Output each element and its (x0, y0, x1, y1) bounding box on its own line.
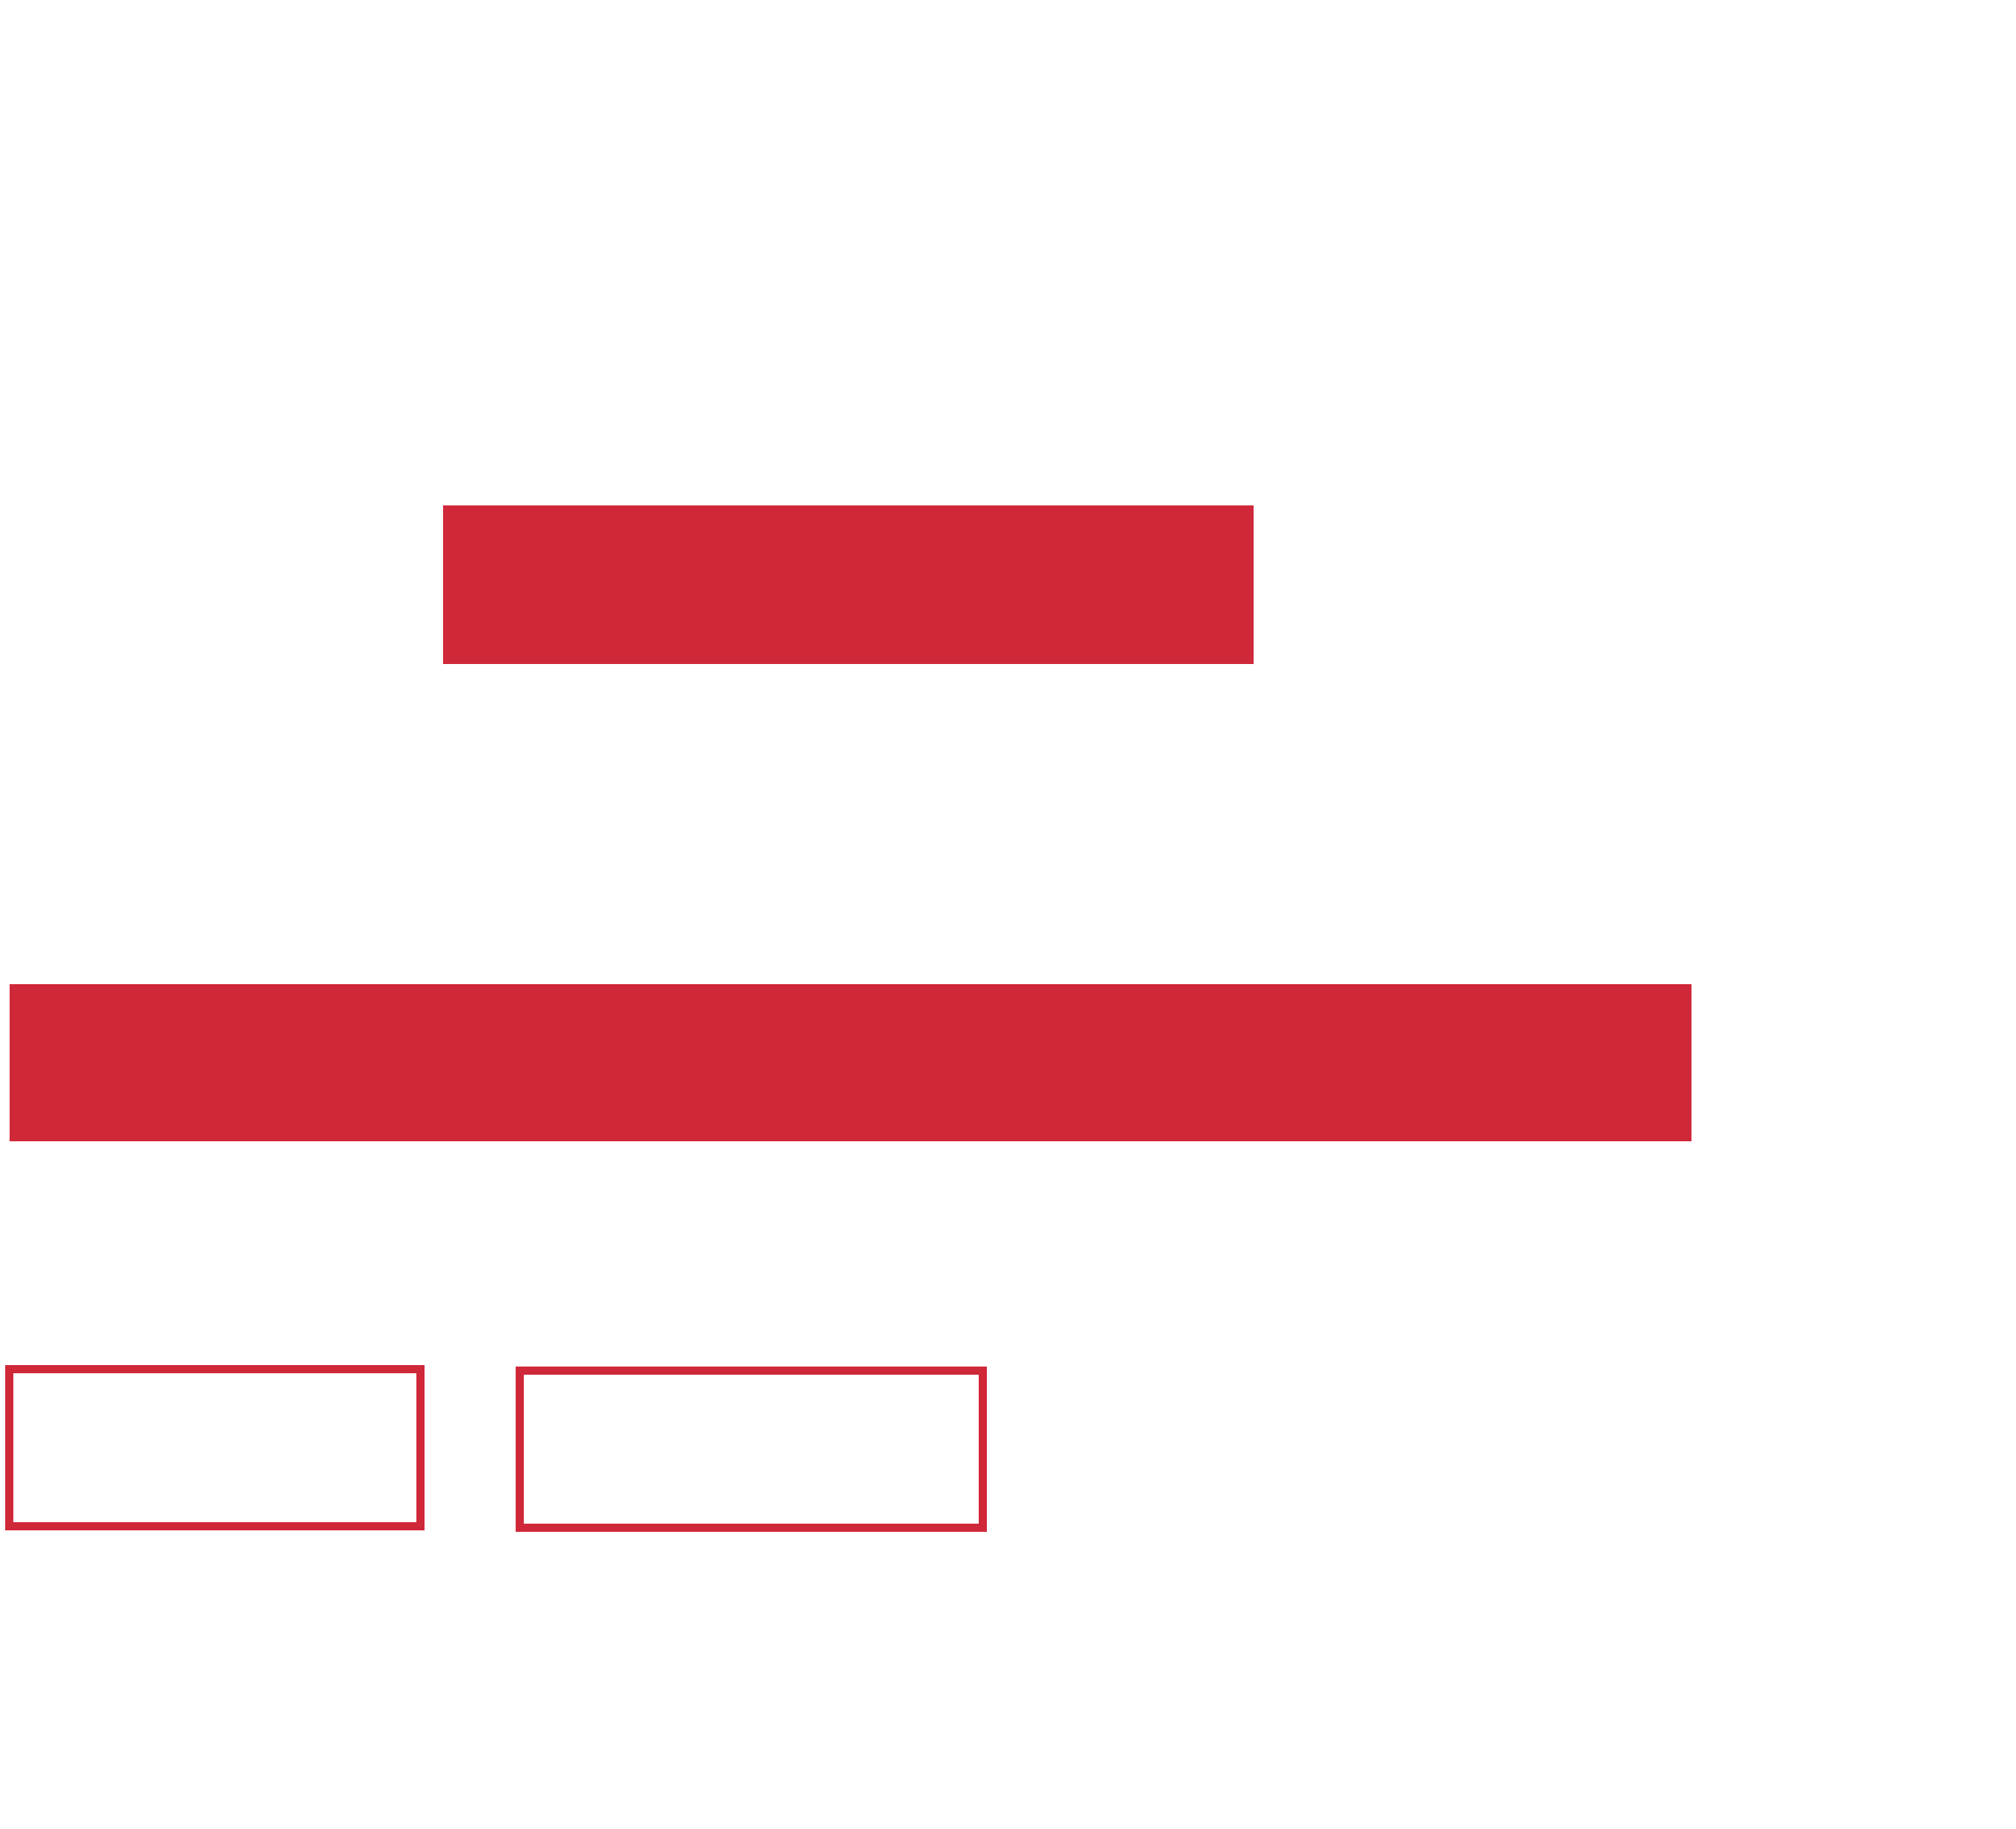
outlined-box-right (516, 1367, 987, 1532)
filled-bar-top (443, 505, 1254, 664)
outlined-box-left (5, 1365, 425, 1530)
filled-bar-wide (10, 984, 1691, 1141)
